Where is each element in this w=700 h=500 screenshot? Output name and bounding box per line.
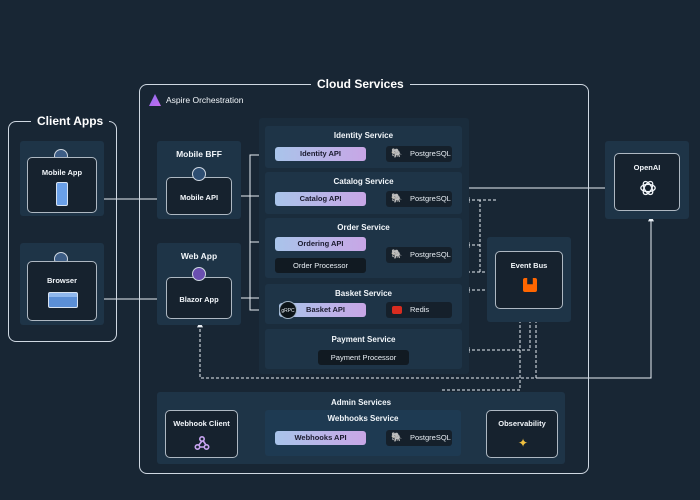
webhooks-db-node[interactable]: 🐘 PostgreSQL — [386, 430, 452, 446]
basket-service-panel: Basket Service Basket API gRPC Redis — [265, 284, 462, 324]
cloud-services-group: Cloud Services Aspire Orchestration — [139, 77, 589, 474]
web-app-panel: Web App Blazor App — [157, 243, 241, 325]
grpc-icon: gRPC — [279, 301, 297, 319]
phone-icon — [56, 182, 68, 206]
admin-services-title: Admin Services — [330, 398, 392, 407]
telescope-icon: ✦ — [517, 436, 529, 450]
order-processor-node[interactable]: Order Processor — [275, 258, 366, 273]
event-bus-node[interactable]: Event Bus — [495, 251, 563, 309]
browser-window-icon — [48, 292, 78, 308]
mobile-api-node[interactable]: Mobile API — [166, 177, 232, 215]
identity-db-node[interactable]: 🐘 PostgreSQL — [386, 146, 452, 162]
mobile-api-label: Mobile API — [179, 193, 219, 202]
catalog-db-node[interactable]: 🐘 PostgreSQL — [386, 191, 452, 207]
webhooks-service-panel: Webhooks Service Webhooks API 🐘 PostgreS… — [265, 410, 461, 456]
catalog-service-title: Catalog Service — [333, 177, 394, 186]
webhook-client-node[interactable]: Webhook Client — [165, 410, 238, 458]
basket-api-node[interactable]: Basket API — [279, 303, 366, 317]
aspire-orchestration-label: Aspire Orchestration — [166, 95, 244, 105]
blazor-icon — [192, 267, 206, 281]
browser-node[interactable]: Browser — [27, 261, 97, 321]
mobile-app-node[interactable]: Mobile App — [27, 157, 97, 213]
browser-panel: Browser — [20, 243, 104, 325]
observability-label: Observability — [498, 419, 546, 428]
payment-processor-node[interactable]: Payment Processor — [318, 350, 409, 365]
mobile-app-label: Mobile App — [41, 168, 83, 177]
observability-node[interactable]: Observability ✦ — [486, 410, 558, 458]
redis-label: Redis — [410, 305, 430, 314]
event-bus-panel: Event Bus — [487, 237, 571, 322]
webhook-icon — [194, 435, 210, 451]
catalog-service-panel: Catalog Service Catalog API 🐘 PostgreSQL — [265, 172, 462, 214]
ordering-api-node[interactable]: Ordering API — [275, 237, 366, 251]
order-db-node[interactable]: 🐘 PostgreSQL — [386, 247, 452, 263]
identity-db-label: PostgreSQL — [410, 149, 451, 158]
identity-api-node[interactable]: Identity API — [275, 147, 366, 161]
mobile-bff-panel: Mobile BFF Mobile API — [157, 141, 241, 219]
order-service-panel: Order Service Ordering API Order Process… — [265, 218, 462, 278]
event-bus-label: Event Bus — [510, 261, 548, 270]
openai-panel: OpenAI — [605, 141, 689, 219]
bff-icon — [192, 167, 206, 181]
redis-node[interactable]: Redis — [386, 302, 452, 318]
payment-service-panel: Payment Service Payment Processor — [265, 329, 462, 369]
webhook-client-label: Webhook Client — [173, 419, 230, 428]
order-db-label: PostgreSQL — [410, 250, 451, 259]
basket-service-title: Basket Service — [335, 289, 392, 298]
webhooks-api-node[interactable]: Webhooks API — [275, 431, 366, 445]
order-service-title: Order Service — [337, 223, 390, 232]
blazor-app-node[interactable]: Blazor App — [166, 277, 232, 319]
admin-services-panel: Admin Services Webhook Client Webhooks S… — [157, 392, 565, 464]
identity-service-panel: Identity Service Identity API 🐘 PostgreS… — [265, 126, 462, 168]
web-app-title: Web App — [180, 251, 218, 261]
mobile-app-panel: Mobile App — [20, 141, 104, 216]
postgresql-icon: 🐘 — [391, 432, 403, 442]
postgresql-icon: 🐘 — [391, 193, 403, 203]
client-apps-title: Client Apps — [31, 114, 110, 128]
redis-icon — [392, 306, 402, 314]
catalog-db-label: PostgreSQL — [410, 194, 451, 203]
openai-label: OpenAI — [633, 163, 661, 172]
postgresql-icon: 🐘 — [391, 148, 403, 158]
payment-service-title: Payment Service — [331, 335, 396, 344]
mobile-bff-title: Mobile BFF — [176, 149, 222, 159]
browser-label: Browser — [46, 276, 77, 285]
cloud-services-title: Cloud Services — [311, 77, 410, 91]
rabbitmq-icon — [523, 278, 537, 292]
openai-node[interactable]: OpenAI — [614, 153, 680, 211]
aspire-logo-icon — [149, 94, 161, 106]
postgresql-icon: 🐘 — [391, 249, 403, 259]
blazor-app-label: Blazor App — [179, 295, 219, 304]
openai-logo-icon — [640, 180, 656, 196]
client-apps-group: Client Apps — [8, 114, 117, 342]
webhooks-service-title: Webhooks Service — [327, 414, 399, 423]
catalog-api-node[interactable]: Catalog API — [275, 192, 366, 206]
identity-service-title: Identity Service — [333, 131, 394, 140]
webhooks-db-label: PostgreSQL — [410, 433, 451, 442]
